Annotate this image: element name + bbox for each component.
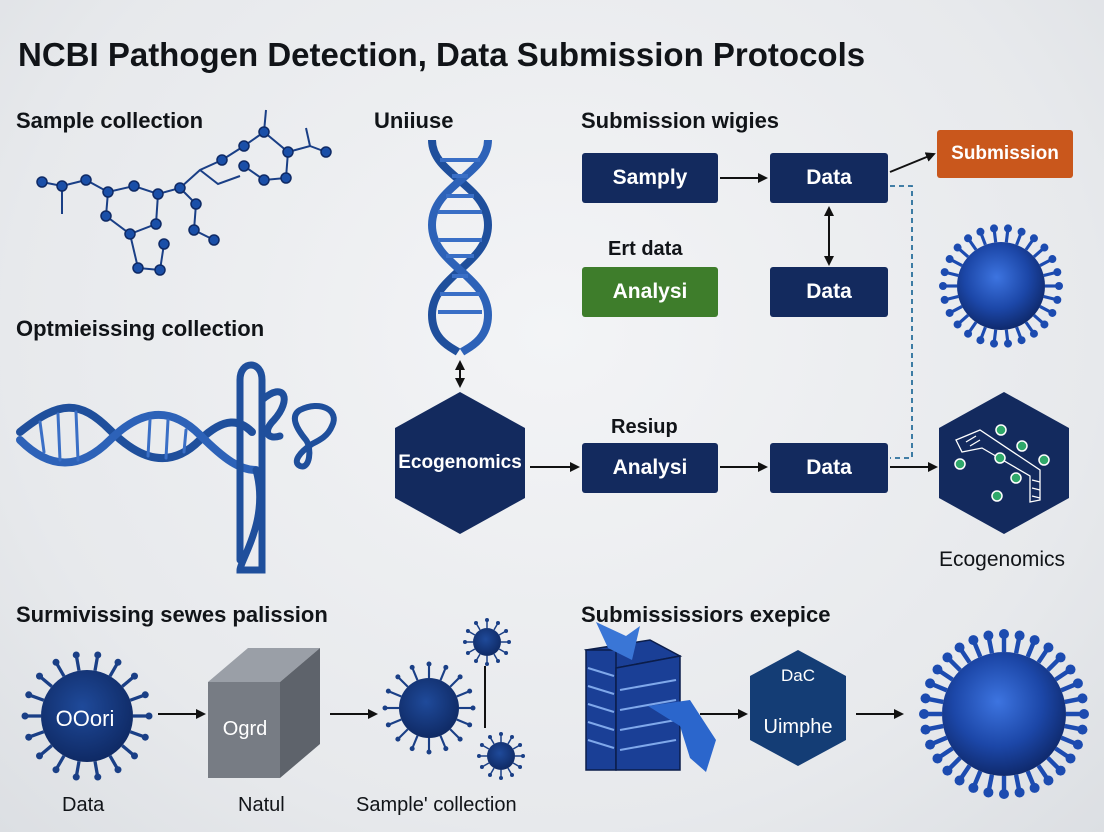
virus-icon-large	[919, 629, 1089, 799]
sample-caption: Sample' collection	[356, 794, 517, 816]
ecogenomics-caption: Ecogenomics	[939, 548, 1066, 571]
ecogenomics-hex-label: Ecogenomics	[398, 452, 522, 473]
samply-box: Samply	[582, 153, 718, 203]
molecule-atoms	[36, 126, 332, 276]
section-sample-collection: Sample collection	[16, 108, 204, 133]
section-uniiuse: Uniiuse	[374, 108, 454, 133]
analysi-green-box: Analysi	[582, 267, 718, 317]
virus-icon-small-top	[463, 618, 511, 666]
submission-box: Submission	[937, 130, 1073, 178]
data-box-top: Data	[770, 153, 888, 203]
ecogenomics-hexagon	[395, 392, 525, 534]
resiup-label: Resiup	[611, 416, 678, 438]
oori-label: OOori	[55, 706, 115, 731]
dna-helix-icon	[427, 139, 493, 356]
data-box-mid: Data	[770, 267, 888, 317]
ogrd-cube	[208, 648, 320, 778]
dashed-connector	[890, 185, 913, 459]
section-surmivissing: Surmivissing sewes palission	[16, 602, 328, 627]
section-submission-wigies: Submission wigies	[581, 108, 780, 133]
ert-data-label: Ert data	[608, 238, 683, 260]
virus-icon-sample	[382, 661, 476, 755]
dac-hexagon	[750, 650, 846, 766]
molecule-icon	[41, 109, 327, 272]
page-title: NCBI Pathogen Detection, Data Submission…	[18, 36, 866, 73]
sequencing-dots	[954, 424, 1050, 502]
data-caption: Data	[62, 794, 105, 816]
server-stack-icon	[583, 622, 716, 772]
virus-icon-small-bottom	[477, 732, 525, 780]
section-optmieissing: Optmieissing collection	[16, 316, 265, 341]
virus-icon-top	[939, 224, 1063, 348]
ogrd-label: Ogrd	[222, 717, 268, 740]
sequencing-chart-icon	[955, 429, 1041, 503]
flow-arrows	[530, 152, 938, 472]
analysi-navy-box: Analysi	[582, 443, 718, 493]
dac-label: DaC	[780, 666, 815, 685]
virus-icon-oori	[21, 651, 153, 781]
section-submississiors: Submississiors exepice	[581, 602, 831, 627]
dna-strand-icon	[16, 361, 337, 574]
uimphe-label: Uimphe	[763, 715, 833, 738]
data-box-low: Data	[770, 443, 888, 493]
natul-caption: Natul	[238, 794, 285, 816]
ecogenomics-hexagon-right	[939, 392, 1069, 534]
